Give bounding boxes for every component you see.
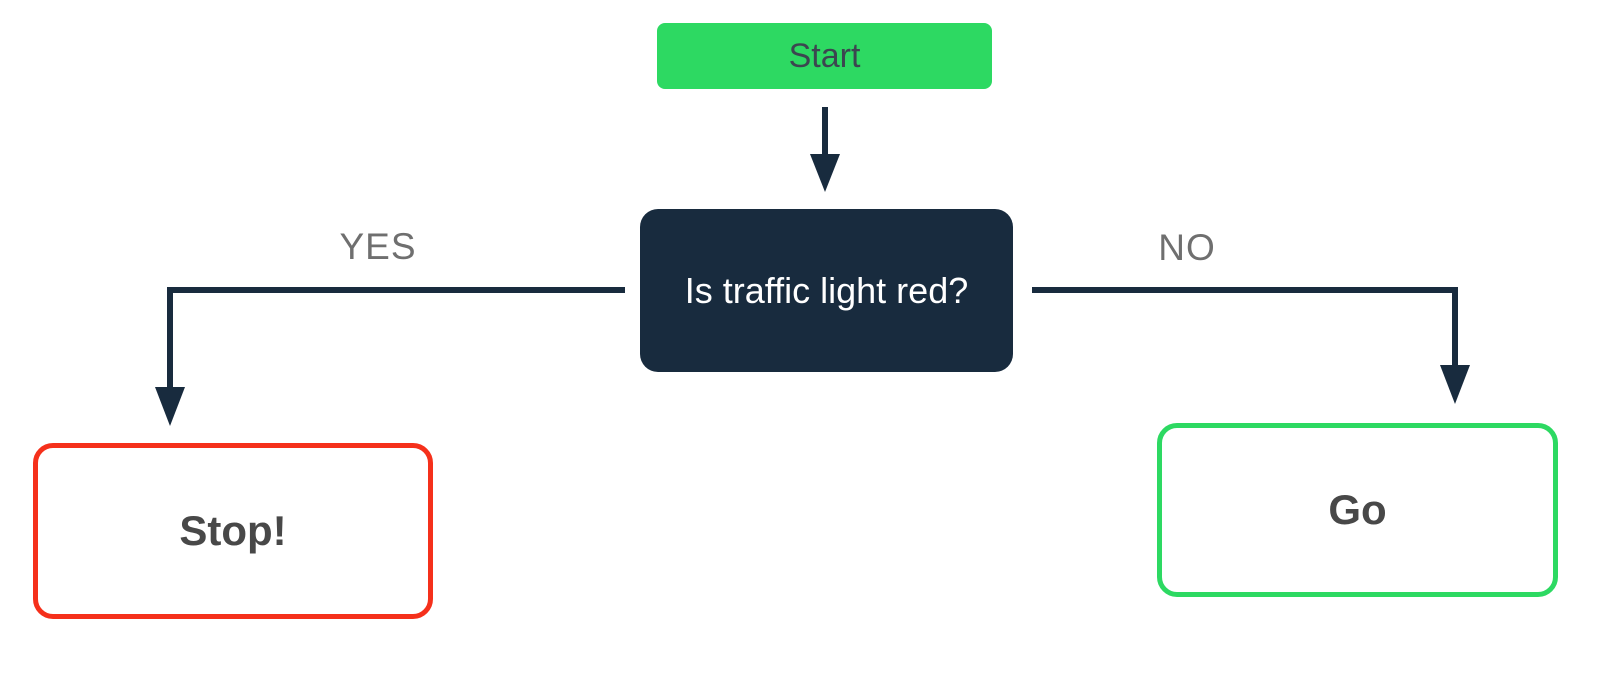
node-go-label: Go — [1328, 486, 1387, 533]
edge-label-no: NO — [1158, 227, 1216, 268]
arrowhead-no — [1440, 365, 1470, 404]
connector-no — [1032, 287, 1458, 367]
connector-yes — [167, 287, 625, 389]
edge-label-yes: YES — [339, 226, 417, 267]
node-stop: Stop! — [33, 443, 433, 619]
arrowhead-yes — [155, 387, 185, 426]
node-decision: Is traffic light red? — [640, 209, 1013, 372]
node-decision-label: Is traffic light red? — [684, 269, 969, 311]
node-start: Start — [657, 23, 992, 89]
node-stop-label: Stop! — [179, 507, 287, 554]
node-go: Go — [1157, 423, 1558, 597]
node-start-label: Start — [788, 36, 861, 75]
arrowhead-start-to-decision — [810, 154, 840, 192]
